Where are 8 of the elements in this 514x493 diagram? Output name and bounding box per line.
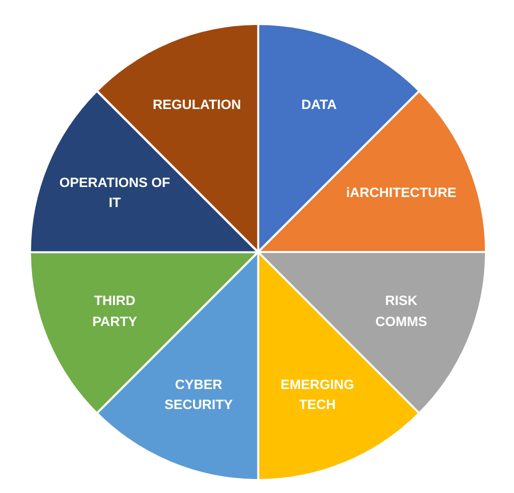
segment-label: EMERGING TECH [280,376,356,414]
segment-label: OPERATIONS OF IT [58,173,172,212]
segment-label: RISK COMMS [374,292,428,330]
segment-label: iARCHITECTURE [345,184,458,202]
segment-label: THIRD PARTY [91,292,138,330]
segment-label: REGULATION [152,95,242,114]
segment-label: DATA [300,95,338,114]
segment-label: CYBER SECURITY [164,376,234,414]
